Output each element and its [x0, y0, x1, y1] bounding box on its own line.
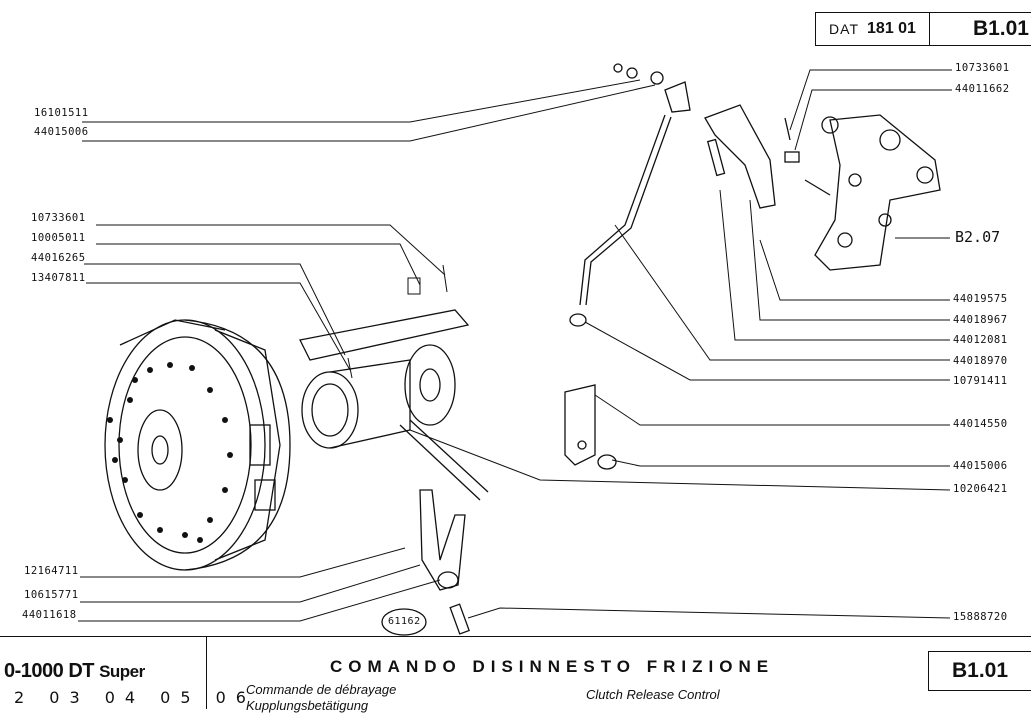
part-number-right: 44018967 — [953, 314, 1008, 326]
page-code-box-top: B1.01 — [929, 12, 1031, 46]
part-number-left: 44011618 — [22, 609, 77, 621]
clutch-pressure-plate — [104, 319, 291, 571]
leader-line — [409, 429, 951, 491]
leader-line — [614, 224, 950, 361]
leader-line — [82, 84, 656, 142]
leader-line — [80, 547, 406, 578]
model-suffix: Super — [99, 662, 145, 681]
leader-line — [584, 321, 950, 381]
page-code-bottom: B1.01 — [951, 659, 1009, 682]
title-italian: COMANDO DISINNESTO FRIZIONE — [330, 657, 775, 676]
title-french: Commande de débrayage — [246, 682, 397, 697]
leader-line — [749, 199, 950, 321]
part-number-right: 44015006 — [953, 460, 1008, 472]
part-number-left: 44016265 — [31, 252, 86, 264]
leader-line — [719, 189, 950, 341]
part-number-left: 16101511 — [34, 107, 89, 119]
part-number-right: 44019575 — [953, 293, 1008, 305]
part-number-left: 12164711 — [24, 565, 79, 577]
title-english: Clutch Release Control — [586, 687, 720, 702]
title-german: Kupplungsbetätigung — [246, 698, 369, 713]
page-code-box-bottom: B1.01 — [928, 651, 1031, 691]
leader-line — [594, 394, 950, 426]
cross-reference-label: B2.07 — [955, 228, 1001, 246]
leader-line — [96, 243, 421, 286]
release-fork — [419, 489, 470, 635]
leader-line — [794, 89, 952, 151]
leader-line — [80, 564, 421, 603]
part-number-left: 13407811 — [31, 272, 86, 284]
leader-line — [96, 224, 446, 276]
clutch-holes — [107, 362, 233, 543]
part-number-right: 10206421 — [953, 483, 1008, 495]
pin-part — [407, 277, 421, 295]
leader-line — [611, 459, 950, 467]
leader-line — [86, 282, 351, 371]
release-bearing-assembly — [299, 309, 489, 501]
model-code: 0-1000 DT — [4, 660, 95, 682]
footer-divider — [0, 636, 1031, 637]
footer-divider-vertical — [206, 637, 207, 709]
part-number-right: 44012081 — [953, 334, 1008, 346]
bracket-block — [564, 384, 617, 470]
part-number-left: 10615771 — [24, 589, 79, 601]
part-number-left: 44015006 — [34, 126, 89, 138]
pedal-lever — [704, 104, 831, 209]
dat-label: DAT — [829, 21, 860, 37]
part-number-left: 10733601 — [31, 212, 86, 224]
part-number-right: 44014550 — [953, 418, 1008, 430]
part-number-right: 10791411 — [953, 375, 1008, 387]
clutch-rod — [569, 63, 691, 327]
pedal-housing — [814, 114, 941, 271]
leader-line — [82, 79, 641, 123]
model-years: 2 03 04 05 06 — [14, 688, 256, 707]
leader-line — [789, 69, 952, 131]
leader-line — [467, 607, 951, 619]
dat-reference-box: DAT 181 01 — [815, 12, 930, 46]
dat-number: 181 01 — [867, 20, 916, 37]
leader-line — [84, 263, 346, 356]
part-number-right: 44011662 — [955, 83, 1010, 95]
leader-line — [78, 579, 441, 622]
part-number-right: 44018970 — [953, 355, 1008, 367]
part-number-right: 10733601 — [955, 62, 1010, 74]
drawing-number-oval — [381, 608, 427, 636]
part-number-right: 15888720 — [953, 611, 1008, 623]
model-name: 0-1000 DT Super — [4, 660, 145, 683]
drawing-number: 61162 — [388, 616, 421, 627]
leader-line — [759, 239, 950, 301]
part-number-left: 10005011 — [31, 232, 86, 244]
page-code-top: B1.01 — [972, 17, 1029, 40]
